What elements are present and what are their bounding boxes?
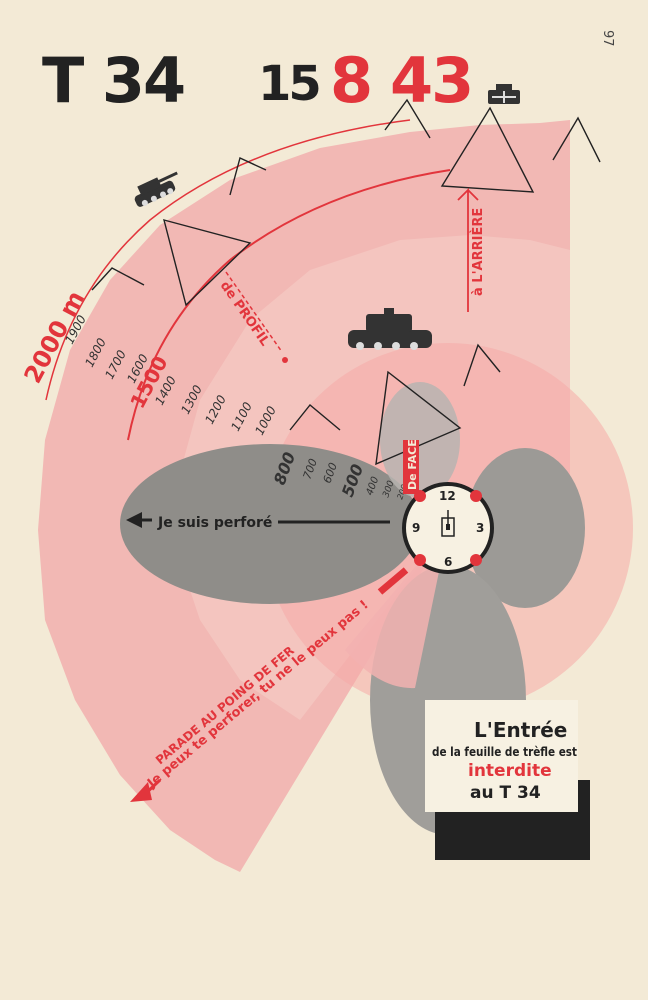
a-larriere-text: à L'ARRIÈRE (470, 208, 486, 296)
clover-leaf-right (465, 448, 585, 608)
clock-dial: 12 3 6 9 (402, 482, 494, 574)
clock-12: 12 (439, 489, 456, 503)
chevron (384, 98, 431, 139)
notice-box: L'Entrée de la feuille de trèfle est int… (425, 700, 590, 860)
label-a-larriere: à L'ARRIÈRE (457, 187, 486, 312)
page-number: 97 (600, 30, 615, 47)
tank-top-icon (441, 510, 455, 537)
notice-line-1: L'Entrée (474, 718, 567, 742)
tank-icon-far (134, 171, 178, 207)
title-red-8: 8 (330, 44, 373, 117)
chevron (289, 404, 341, 431)
tank-icon-mid (348, 308, 432, 350)
clock-9: 9 (412, 521, 420, 535)
title-model: 15 (258, 56, 319, 112)
chevron (552, 116, 601, 163)
arc-1500 (127, 169, 451, 441)
triangle-profile (163, 219, 252, 307)
parade-wedge (345, 528, 448, 689)
notice-line-2: de la feuille de trèfle est (432, 745, 577, 759)
title-t34: T 34 (42, 44, 184, 117)
chevron (463, 343, 501, 387)
triangle-rear (440, 106, 535, 193)
clock-3: 3 (476, 521, 484, 535)
clover-leaf-top (380, 382, 460, 498)
perfore-arrow: Je suis perforé (126, 512, 390, 531)
notice-line-4: au T 34 (470, 783, 541, 803)
clock-6: 6 (444, 555, 452, 569)
chevron (229, 157, 267, 196)
label-de-face: De FACE (403, 439, 419, 494)
je-suis-perfore-text: Je suis perforé (157, 515, 272, 531)
sight-triangles (91, 98, 601, 466)
tank-icon-rear (488, 84, 520, 104)
notice-line-3: interdite (468, 761, 552, 781)
chevron (91, 267, 145, 291)
de-face-text: De FACE (406, 439, 419, 490)
clover-leaf-left (120, 444, 420, 604)
arc-2000 (45, 119, 411, 401)
